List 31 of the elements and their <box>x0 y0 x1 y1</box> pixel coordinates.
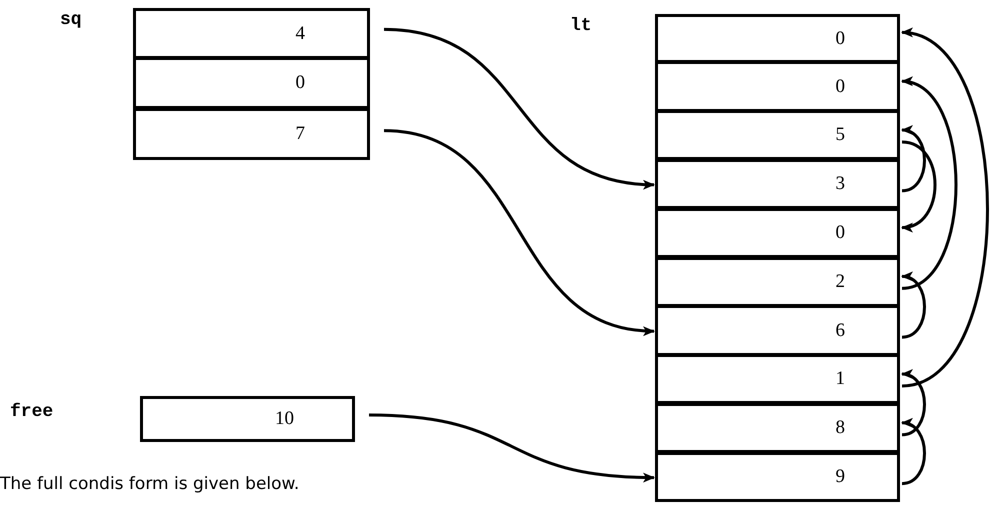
value-cell: 0 <box>655 208 900 258</box>
pointer-arrow <box>384 28 655 189</box>
pointer-arrow <box>368 414 655 482</box>
value-cell: 3 <box>655 158 900 210</box>
array-table <box>60 8 370 160</box>
pointer-arrow <box>901 370 926 436</box>
pointer-arrow <box>901 30 989 388</box>
pointer-arrow <box>901 78 958 290</box>
array-name: free <box>10 402 54 422</box>
value-cell: 5 <box>655 110 900 160</box>
value-cell: 0 <box>655 61 900 112</box>
array-name: sq <box>60 10 82 30</box>
value-cell: 0 <box>133 57 370 110</box>
value-cell: 8 <box>655 402 900 454</box>
pointer-arrow <box>901 140 936 231</box>
pointer-arrow <box>901 126 926 192</box>
value-cell: 2 <box>655 256 900 307</box>
value-cell: 7 <box>133 108 370 160</box>
value-cell: 0 <box>655 14 900 63</box>
pointer-arrow <box>901 420 926 486</box>
caption-text: The full condis form is given below. <box>0 474 300 494</box>
value-cell: 1 <box>655 354 900 404</box>
array-table <box>10 396 355 442</box>
array-name: lt <box>570 16 592 36</box>
value-cell: 4 <box>133 8 370 59</box>
value-cell: 6 <box>655 305 900 356</box>
value-cell: 9 <box>655 452 900 502</box>
array-table <box>570 14 900 502</box>
pointer-arrow <box>384 129 655 335</box>
value-cell: 10 <box>140 396 355 442</box>
pointer-arrow <box>901 273 926 339</box>
